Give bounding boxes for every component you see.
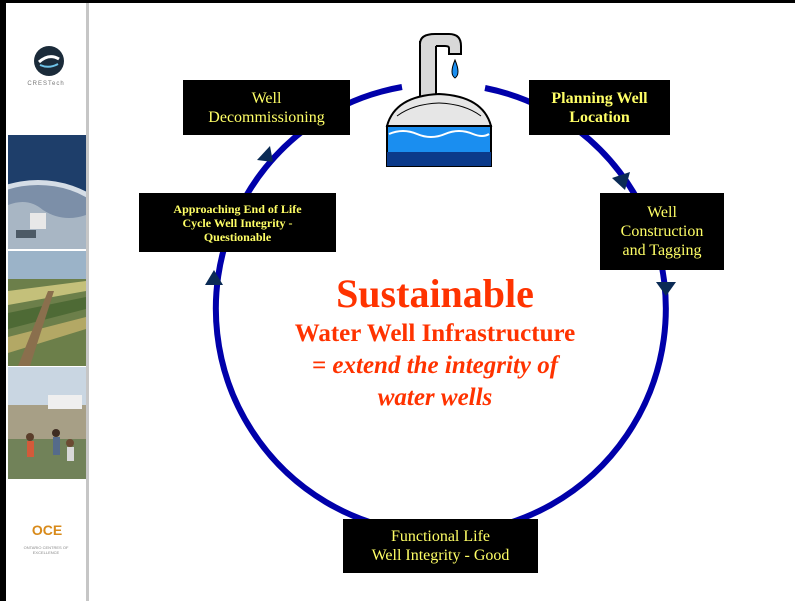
- stage-well-decommissioning: Well Decommissioning: [183, 80, 350, 135]
- sidebar: CRESTech OCE ONTARIO CENTRES OF EXCELLEN…: [6, 3, 89, 601]
- stage-planning-well-location: Planning Well Location: [529, 80, 670, 135]
- stage-functional-life: Functional Life Well Integrity - Good: [343, 519, 538, 573]
- oce-logo-text: OCE: [32, 522, 62, 538]
- stage-label-line: Decommissioning: [208, 108, 325, 126]
- slide-top-border: [0, 0, 795, 3]
- diagram-tagline-line-2: water wells: [377, 384, 493, 411]
- stage-label-line: Construction: [620, 223, 704, 240]
- crestech-e-icon: [34, 46, 64, 76]
- stage-label-line: Well Integrity - Good: [371, 547, 510, 564]
- crestech-label: CRESTech: [27, 81, 65, 87]
- water-tap-well-icon: [385, 33, 493, 167]
- diagram-tagline-line-1: = extend the integrity of: [311, 352, 559, 379]
- stage-label-line: Location: [569, 108, 630, 126]
- diagram-subtitle: Water Well Infrastructure: [294, 320, 576, 347]
- stage-label-line: Well: [647, 204, 677, 221]
- oce-logo-mark: OCE: [32, 522, 62, 538]
- field-workers-photo: [8, 367, 86, 479]
- oce-logo: OCE ONTARIO CENTRES OF EXCELLENCE: [6, 481, 86, 599]
- arrow-up-left: [205, 270, 223, 285]
- stage-label-line: Planning Well: [551, 89, 648, 107]
- stage-label-line: Well: [251, 89, 282, 107]
- arrow-to-construction: [612, 172, 630, 190]
- crestech-logo: CRESTech: [6, 3, 86, 133]
- arrow-down-right: [656, 282, 676, 296]
- slide-left-border: [0, 0, 6, 601]
- stage-label-line: Approaching End of Life: [173, 201, 302, 216]
- stage-label-line: Cycle Well Integrity -: [182, 215, 293, 230]
- stage-label-line: Questionable: [203, 229, 272, 244]
- diagram-title: Sustainable: [336, 271, 534, 316]
- earth-horizon-photo: [8, 135, 86, 249]
- arrow-to-decommissioning: [257, 146, 273, 162]
- oce-tagline: ONTARIO CENTRES OF EXCELLENCE: [23, 545, 69, 555]
- center-statement: Sustainable Water Well Infrastructure = …: [230, 270, 640, 414]
- stage-label-line: Functional Life: [390, 528, 491, 545]
- stage-well-construction-tagging: Well Construction and Tagging: [600, 193, 724, 270]
- farm-fields-photo: [8, 251, 86, 366]
- stage-approaching-end-of-life: Approaching End of Life Cycle Well Integ…: [139, 193, 336, 252]
- stage-label-line: and Tagging: [622, 242, 702, 259]
